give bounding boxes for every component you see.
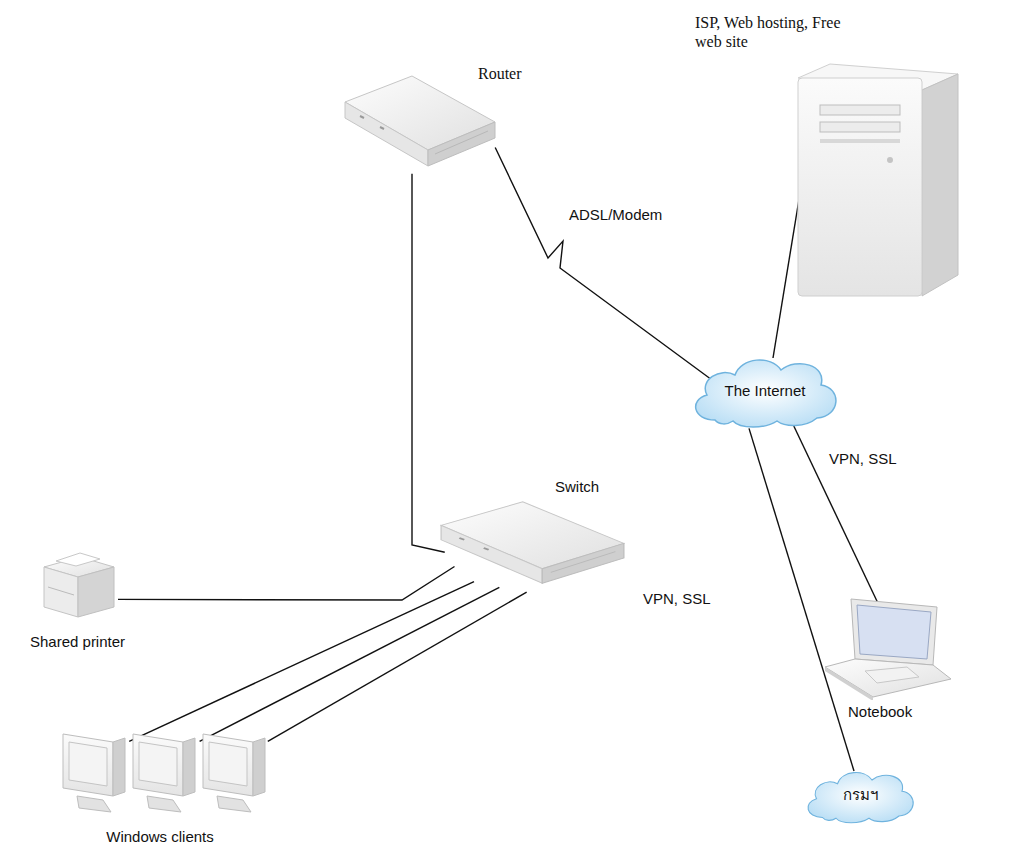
cloud-label: กรมฯ — [800, 765, 920, 825]
network-link — [268, 592, 527, 741]
cloud-label: The Internet — [685, 350, 845, 430]
router-node: Router — [340, 62, 570, 182]
network-link — [412, 174, 445, 553]
link-label: VPN, SSL — [826, 450, 900, 467]
network-link — [118, 567, 455, 601]
device-label: Shared printer — [30, 633, 125, 651]
network-link — [129, 582, 474, 742]
printer-node: Shared printer — [30, 545, 190, 655]
device-icon — [340, 74, 500, 179]
device-icon — [38, 545, 118, 625]
device-label: Switch — [555, 478, 599, 496]
device-label: Notebook — [848, 703, 912, 721]
device-icon — [815, 595, 955, 700]
site-caption: ISP, Web hosting, Free web site — [695, 13, 855, 51]
network-link — [495, 148, 720, 387]
network-link — [200, 587, 500, 741]
switch-node: Switch — [435, 478, 635, 598]
server-node: ISP, Web hosting, Free web site — [690, 5, 970, 305]
network-cloud: The Internet — [685, 350, 845, 430]
link-label: VPN, SSL — [640, 590, 714, 607]
clients-node: Windows clients — [45, 728, 275, 856]
device-label: Windows clients — [45, 828, 275, 846]
device-icon — [790, 60, 960, 300]
network-link — [773, 192, 800, 358]
department-cloud: กรมฯ — [800, 765, 920, 825]
network-link — [749, 428, 854, 771]
device-icon — [435, 500, 630, 595]
notebook-node: Notebook — [810, 595, 960, 725]
device-icon — [50, 728, 270, 823]
link-label: ADSL/Modem — [566, 206, 665, 223]
device-label: Router — [478, 64, 522, 83]
